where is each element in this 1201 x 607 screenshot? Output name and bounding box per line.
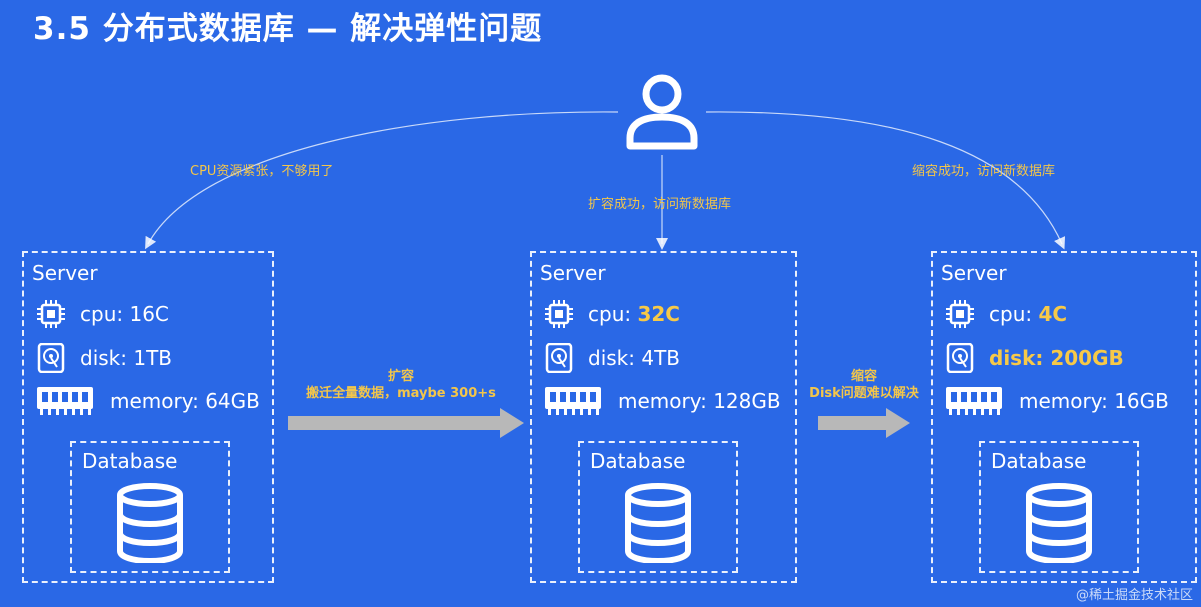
disk-label: disk: 4TB [588, 346, 681, 370]
memory-row: memory: 128GB [544, 383, 781, 419]
transition-title: 扩容 [387, 369, 414, 384]
database-title: Database [82, 449, 178, 473]
cpu-row: cpu: 4C [945, 299, 1067, 329]
transition-desc: 搬迁全量数据，maybe 300+s [306, 386, 496, 401]
transition-arrow-2 [818, 408, 910, 438]
transition-label-2: 缩容 Disk问题难以解决 [798, 368, 930, 402]
memory-row: memory: 16GB [945, 383, 1169, 419]
database-title: Database [590, 449, 686, 473]
cpu-prefix: cpu: [989, 302, 1039, 326]
database-icon [1026, 483, 1092, 563]
server-box-2: Server cpu: 32C disk: 4TB memory: 128GB … [530, 251, 797, 583]
edge-label-right: 缩容成功，访问新数据库 [912, 164, 1056, 179]
transition-label-1: 扩容 搬迁全量数据，maybe 300+s [296, 368, 506, 402]
disk-icon [37, 343, 65, 373]
database-icon [117, 483, 183, 563]
server-box-3: Server cpu: 4C disk: 200GB memory: 16GB … [931, 251, 1197, 583]
edge-label-left: CPU资源紧张，不够用了 [190, 164, 334, 179]
curve-right [705, 111, 1066, 250]
disk-icon [545, 343, 573, 373]
database-title: Database [991, 449, 1087, 473]
cpu-icon [37, 300, 65, 328]
cpu-row: cpu: 16C [36, 299, 169, 329]
cpu-icon [545, 300, 573, 328]
memory-row: memory: 64GB [36, 383, 260, 419]
cpu-value-highlight: 4C [1038, 302, 1068, 326]
memory-icon [37, 387, 93, 415]
disk-row: disk: 200GB [945, 343, 1124, 373]
curve-left [145, 111, 619, 250]
cpu-label: cpu: 4C [989, 302, 1067, 326]
cpu-label: cpu: 16C [80, 302, 169, 326]
cpu-icon [946, 300, 974, 328]
server-title: Server [32, 261, 98, 285]
database-box: Database [979, 441, 1139, 573]
database-box: Database [578, 441, 738, 573]
disk-row: disk: 1TB [36, 343, 172, 373]
cpu-row: cpu: 32C [544, 299, 680, 329]
memory-label: memory: 64GB [110, 389, 260, 413]
cpu-label: cpu: 32C [588, 302, 680, 326]
transition-title: 缩容 [850, 369, 877, 384]
memory-label: memory: 128GB [618, 389, 781, 413]
memory-icon [545, 387, 601, 415]
server-title: Server [941, 261, 1007, 285]
cpu-prefix: cpu: [588, 302, 638, 326]
disk-icon [946, 343, 974, 373]
disk-label: disk: 1TB [80, 346, 173, 370]
transition-desc: Disk问题难以解决 [809, 386, 919, 401]
disk-row: disk: 4TB [544, 343, 680, 373]
database-icon [625, 483, 691, 563]
edge-label-middle: 扩容成功，访问新数据库 [588, 197, 732, 212]
server-title: Server [540, 261, 606, 285]
watermark: @稀土掘金技术社区 [1075, 588, 1193, 603]
memory-label: memory: 16GB [1019, 389, 1169, 413]
database-box: Database [70, 441, 230, 573]
user-icon [626, 74, 698, 150]
transition-arrow-1 [288, 408, 524, 438]
cpu-value-highlight: 32C [637, 302, 680, 326]
disk-label-highlight: disk: 200GB [989, 346, 1124, 370]
server-box-1: Server cpu: 16C disk: 1TB memory: 64GB D… [22, 251, 274, 583]
memory-icon [946, 387, 1002, 415]
page-title: 3.5 分布式数据库 — 解决弹性问题 [33, 11, 543, 47]
